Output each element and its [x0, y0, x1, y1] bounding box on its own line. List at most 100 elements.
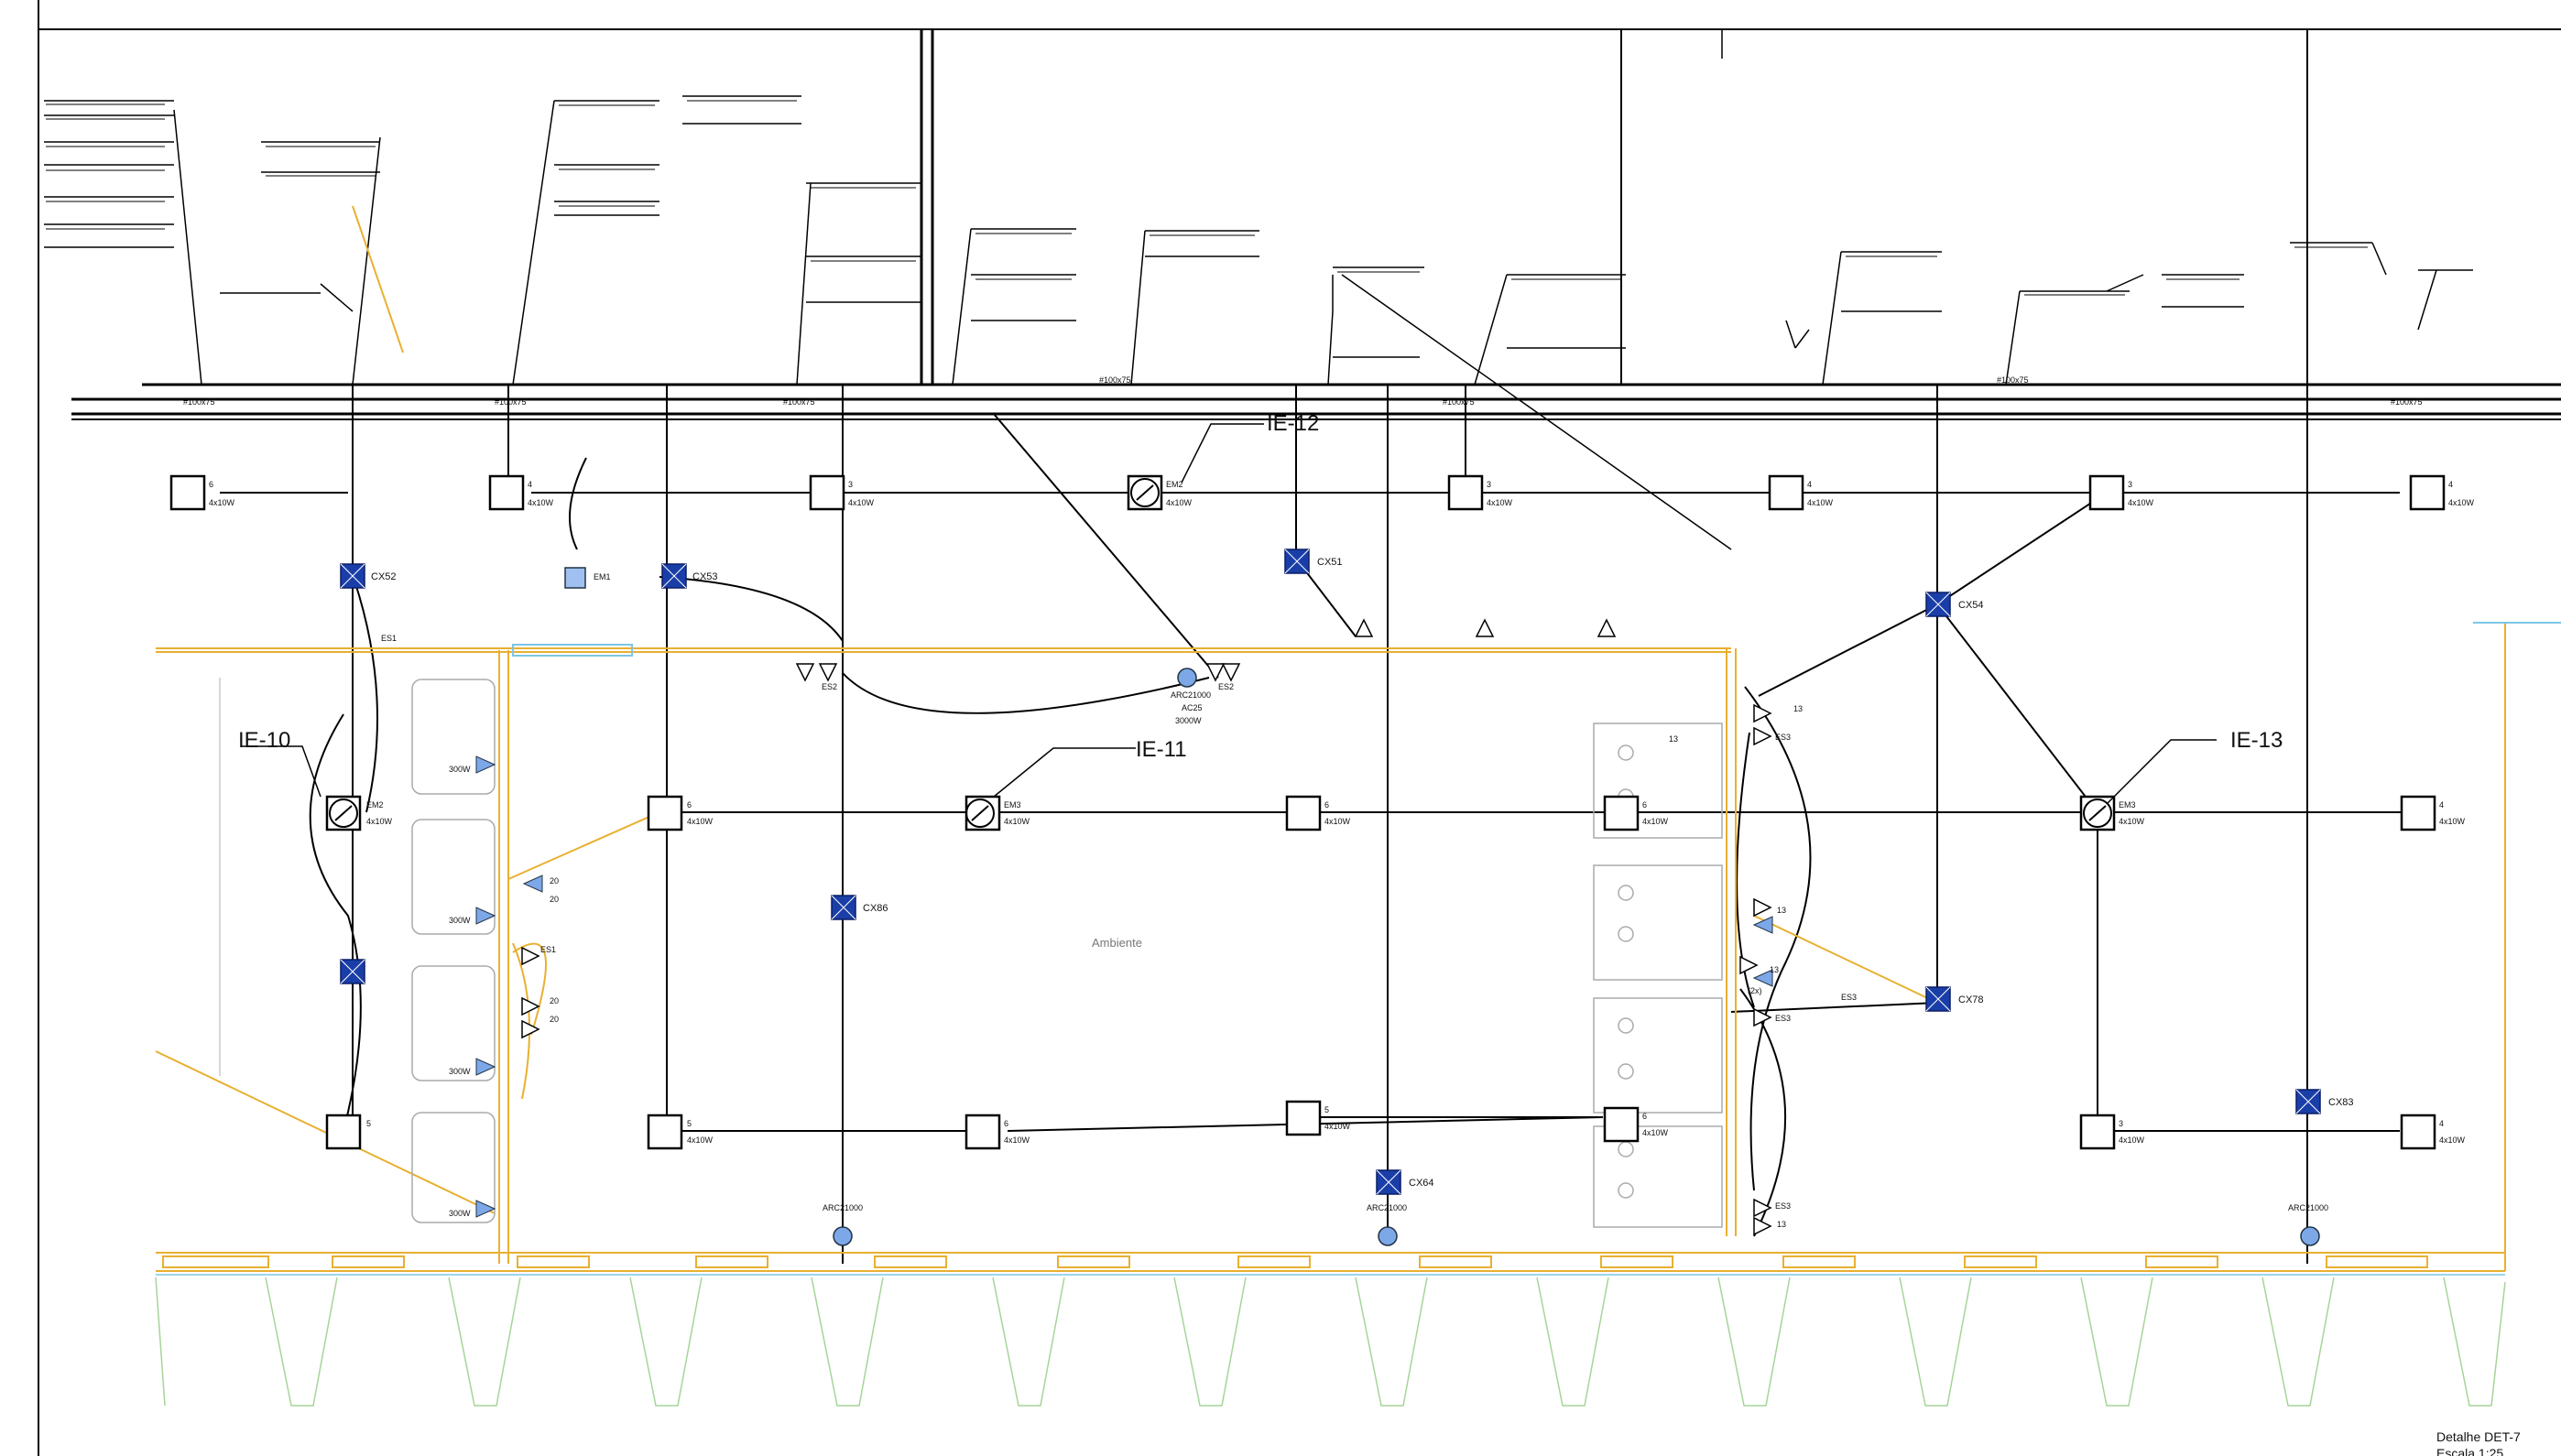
- svg-text:4: 4: [2439, 800, 2444, 809]
- svg-text:ES1: ES1: [540, 945, 556, 954]
- box-label: CX51: [1317, 557, 1343, 568]
- facade-piers: [155, 1277, 2506, 1407]
- socket-symbols: [521, 618, 1772, 1236]
- switch-labels: ES1 ES2 ES2 ES3 ES3 ES3 ES3 ES1: [381, 634, 1857, 1211]
- box-label: CX54: [1958, 600, 1984, 611]
- svg-text:ES2: ES2: [1218, 682, 1234, 691]
- exhaust-fan: [564, 567, 586, 589]
- svg-text:4x10W: 4x10W: [1642, 1128, 1669, 1137]
- svg-text:#100x75: #100x75: [1443, 397, 1475, 407]
- svg-text:3: 3: [2128, 480, 2132, 489]
- svg-text:13: 13: [1777, 906, 1786, 915]
- ie11-label: IE-11: [1136, 737, 1187, 762]
- svg-text:4x10W: 4x10W: [528, 498, 554, 507]
- svg-text:300W: 300W: [449, 765, 471, 774]
- svg-text:ARC21000: ARC21000: [1367, 1203, 1407, 1212]
- svg-text:300W: 300W: [449, 1209, 471, 1218]
- svg-text:4: 4: [528, 480, 532, 489]
- svg-text:20: 20: [550, 895, 559, 904]
- top-window: [512, 644, 633, 657]
- svg-text:ARC21000: ARC21000: [2288, 1203, 2328, 1212]
- svg-text:#100x75: #100x75: [2391, 397, 2423, 407]
- svg-text:EM2: EM2: [1166, 480, 1183, 489]
- luminaire-labels-top: 6 4x10W 4 4x10W 3 4x10W EM2 4x10W 3 4x10W 4 4x…: [209, 480, 2475, 507]
- ie13-label: IE-13: [2230, 728, 2283, 753]
- svg-text:ES2: ES2: [822, 682, 837, 691]
- svg-text:3: 3: [1487, 480, 1491, 489]
- svg-text:4x10W: 4x10W: [2448, 498, 2475, 507]
- socket-labels: 13 13 13 13 13 20 20 20 20: [550, 704, 1803, 1229]
- box-label: CX64: [1409, 1178, 1434, 1189]
- svg-text:4: 4: [1807, 480, 1812, 489]
- box-label: CX83: [2328, 1097, 2354, 1108]
- svg-text:3000W: 3000W: [1175, 716, 1202, 725]
- circuit-runs: [220, 385, 2412, 1264]
- box-label: CX78: [1958, 994, 1984, 1005]
- room-label: Ambiente: [1092, 936, 1142, 950]
- svg-text:ES1: ES1: [381, 634, 397, 643]
- box-label: CX53: [692, 571, 718, 582]
- svg-text:300W: 300W: [449, 916, 471, 925]
- svg-text:#100x75: #100x75: [183, 397, 215, 407]
- svg-text:13: 13: [1777, 1220, 1786, 1229]
- svg-text:6: 6: [209, 480, 213, 489]
- svg-text:ES3: ES3: [1775, 1014, 1791, 1023]
- svg-text:EM2: EM2: [366, 800, 384, 809]
- ie10-label: IE-10: [238, 728, 290, 753]
- svg-text:ARC21000: ARC21000: [1171, 690, 1211, 700]
- svg-text:13: 13: [1770, 965, 1779, 974]
- lighting-circuits: [155, 205, 1938, 1264]
- conductor-tables: [44, 95, 2473, 550]
- svg-text:4x10W: 4x10W: [1166, 498, 1193, 507]
- svg-text:4: 4: [2439, 1119, 2444, 1128]
- svg-text:4x10W: 4x10W: [366, 817, 393, 826]
- svg-text:6: 6: [687, 800, 692, 809]
- svg-text:4x10W: 4x10W: [687, 1135, 714, 1145]
- svg-text:4x10W: 4x10W: [687, 817, 714, 826]
- spot-lights: [475, 755, 1773, 1218]
- svg-text:300W: 300W: [449, 1067, 471, 1076]
- detail-scale: Escala 1:25: [2436, 1446, 2503, 1456]
- svg-text:#100x75: #100x75: [1997, 375, 2029, 385]
- svg-text:6: 6: [1324, 800, 1329, 809]
- svg-text:4x10W: 4x10W: [848, 498, 875, 507]
- svg-text:EM3: EM3: [2119, 800, 2136, 809]
- ie12-label: IE-12: [1267, 411, 1319, 436]
- shower-points: [833, 668, 2320, 1246]
- svg-text:#100x75: #100x75: [1099, 375, 1131, 385]
- spot-power-labels: 300W 300W 300W 300W: [449, 765, 471, 1218]
- svg-text:4x10W: 4x10W: [1004, 1135, 1030, 1145]
- svg-text:20: 20: [550, 1015, 559, 1024]
- svg-text:ES3: ES3: [1775, 733, 1791, 742]
- svg-text:4x10W: 4x10W: [209, 498, 235, 507]
- svg-text:20: 20: [550, 996, 559, 1005]
- svg-text:EM3: EM3: [1004, 800, 1021, 809]
- emergency-luminaire-marks: [329, 478, 2112, 828]
- svg-text:#100x75: #100x75: [783, 397, 815, 407]
- detail-title: Detalhe DET-7: [2436, 1429, 2521, 1444]
- shower-labels: ARC21000 AC25 3000W ARC21000 ARC21000 AR…: [823, 690, 2328, 1212]
- svg-text:5: 5: [366, 1119, 371, 1128]
- svg-text:4x10W: 4x10W: [1004, 817, 1030, 826]
- box-label: CX86: [863, 903, 888, 914]
- svg-text:13: 13: [1793, 704, 1803, 713]
- svg-text:20: 20: [550, 876, 559, 886]
- svg-text:ARC21000: ARC21000: [823, 1203, 863, 1212]
- svg-text:4x10W: 4x10W: [1642, 817, 1669, 826]
- junction-box-crosses: [340, 549, 2321, 1195]
- svg-text:5: 5: [687, 1119, 692, 1128]
- svg-text:4x10W: 4x10W: [1487, 498, 1513, 507]
- svg-text:ES3: ES3: [1775, 1201, 1791, 1211]
- svg-text:4x10W: 4x10W: [2128, 498, 2154, 507]
- svg-text:#100x75: #100x75: [495, 397, 527, 407]
- svg-text:5: 5: [1324, 1105, 1329, 1114]
- svg-text:4: 4: [2448, 480, 2453, 489]
- svg-text:4x10W: 4x10W: [2439, 817, 2466, 826]
- svg-text:ES3: ES3: [1841, 993, 1857, 1002]
- tray-labels: #100x75 #100x75 #100x75 #100x75 #100x75 …: [183, 375, 2423, 407]
- em1-label: EM1: [594, 572, 611, 581]
- svg-text:4x10W: 4x10W: [1807, 498, 1834, 507]
